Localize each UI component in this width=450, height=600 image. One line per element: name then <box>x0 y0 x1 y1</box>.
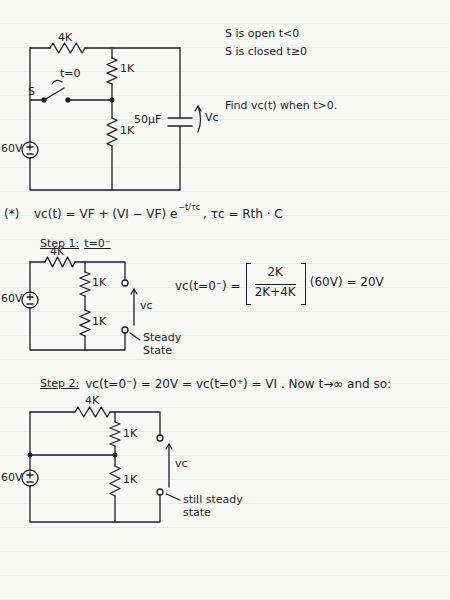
step-heading: Step 2: <box>40 378 79 391</box>
terminal <box>157 435 163 441</box>
bracket <box>246 263 251 305</box>
voltage-label: vc <box>175 458 188 471</box>
switch-time: t=0 <box>60 68 81 81</box>
fraction-bar <box>255 284 296 285</box>
note: Find vc(t) when t>0. <box>225 100 337 113</box>
equation: vc(t) = VF + (VI − VF) e <box>34 208 177 222</box>
value-label: 50μF <box>134 114 161 127</box>
value-label: 4K <box>50 246 64 259</box>
node-dot <box>113 453 117 457</box>
wire <box>84 262 85 272</box>
fraction-denominator: 2K+4K <box>255 286 296 300</box>
note: S is closed t≥0 <box>225 46 307 59</box>
equation: (60V) = 20V <box>310 276 384 290</box>
voltage-source <box>22 292 38 308</box>
resistor-symbol <box>50 43 85 53</box>
equation: vc(t=0⁻) = 20V = vc(t=0⁺) = VI . Now t→∞… <box>85 378 391 392</box>
value-label: 1K <box>123 474 137 487</box>
arrow-head <box>195 106 201 111</box>
source-label: 60V <box>1 293 23 306</box>
source-label: 60V <box>1 472 23 485</box>
wire <box>30 454 115 455</box>
leader-line <box>166 494 180 500</box>
voltage-arrow <box>133 289 134 325</box>
wire <box>85 47 180 48</box>
leader-line <box>130 333 140 340</box>
node-dot <box>110 98 114 102</box>
step-heading: t=0⁻ <box>84 238 110 251</box>
resistor-symbol <box>75 407 110 417</box>
value-label: 1K <box>120 63 134 76</box>
wire <box>114 412 115 422</box>
fraction-numerator: 2K <box>267 266 283 280</box>
bracket <box>301 263 306 305</box>
resistor-symbol <box>45 257 75 267</box>
equation: , τc = Rth · C <box>203 208 283 222</box>
wire <box>30 262 125 350</box>
capacitor-symbol <box>168 48 192 190</box>
wire <box>30 48 180 190</box>
terminal <box>157 489 163 495</box>
value-label: 1K <box>120 125 134 138</box>
wire <box>30 47 50 48</box>
equation-mark: (*) <box>4 208 19 222</box>
source-label: 60V <box>1 143 23 156</box>
terminal <box>122 280 128 286</box>
wire <box>114 496 115 522</box>
resistor-symbol <box>107 118 117 146</box>
value-label: 1K <box>92 277 106 290</box>
exponent: −t/τc <box>178 203 200 212</box>
node-dot <box>28 453 32 457</box>
wire <box>111 48 112 58</box>
terminal <box>122 327 128 333</box>
wire <box>30 412 160 522</box>
wire <box>30 411 75 412</box>
resistor-symbol <box>107 58 117 84</box>
voltage-source <box>22 142 38 158</box>
polarity-mark <box>27 294 33 304</box>
note: still steady state <box>183 494 251 519</box>
switch-label: S <box>28 86 35 99</box>
resistor-symbol <box>110 422 120 446</box>
switch-contact <box>66 98 70 102</box>
voltage-arrow <box>168 444 169 487</box>
value-label: 4K <box>58 32 72 45</box>
equation: vc(t=0⁻) = <box>175 280 241 294</box>
value-label: 1K <box>123 428 137 441</box>
polarity-mark <box>27 472 33 482</box>
note: Steady State <box>143 332 193 357</box>
voltage-label: Vc <box>205 112 219 125</box>
polarity-mark <box>27 144 33 154</box>
note: S is open t<0 <box>225 28 299 41</box>
arrow-head <box>131 289 137 294</box>
voltage-source <box>22 470 38 486</box>
voltage-label: vc <box>140 300 153 313</box>
wire <box>111 146 112 190</box>
resistor-symbol <box>80 310 90 336</box>
wire <box>84 336 85 350</box>
resistor-symbol <box>80 272 90 296</box>
value-label: 1K <box>92 316 106 329</box>
value-label: 4K <box>85 395 99 408</box>
resistor-symbol <box>110 466 120 496</box>
switch-contact <box>42 98 46 102</box>
switch-arrow <box>52 80 62 84</box>
wire <box>30 261 45 262</box>
wire <box>84 296 85 310</box>
arrow-head <box>166 444 172 449</box>
